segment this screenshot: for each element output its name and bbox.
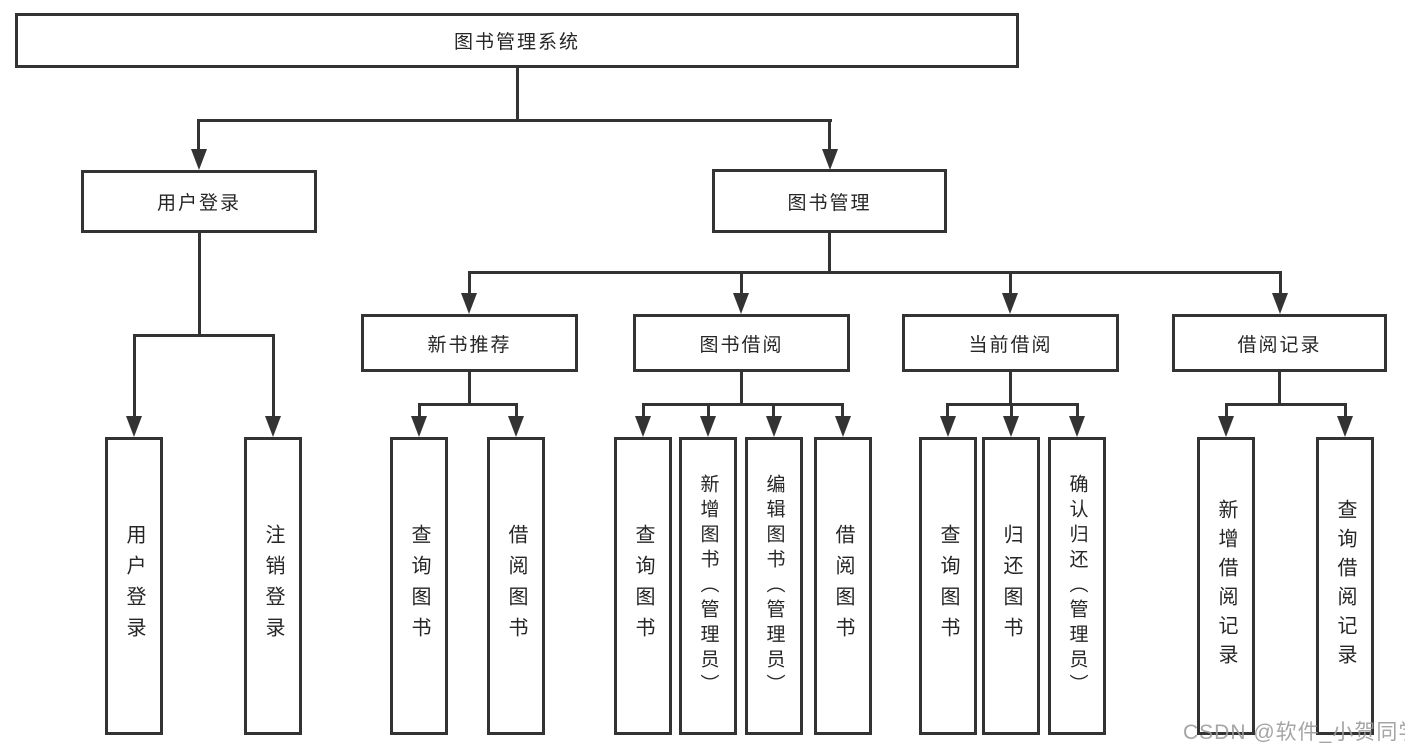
arrow-down-icon	[126, 416, 142, 437]
node-borrow-books-recommend: 借阅图书	[487, 437, 545, 735]
node-add-borrow-record: 新增借阅记录	[1197, 437, 1255, 735]
arrow-down-icon	[265, 416, 281, 437]
arrow-down-icon	[1003, 416, 1019, 437]
node-edit-book-admin: 编辑图书（管理员）	[745, 437, 803, 735]
node-confirm-return-admin: 确认归还（管理员）	[1048, 437, 1106, 735]
connector-line	[468, 372, 471, 406]
node-query-books-recommend-label: 查询图书	[408, 524, 430, 648]
node-book-management: 图书管理	[712, 169, 947, 233]
arrow-down-icon	[411, 416, 427, 437]
arrow-down-icon	[733, 293, 749, 314]
node-add-borrow-record-label: 新增借阅记录	[1215, 499, 1237, 673]
connector-line	[1009, 372, 1012, 406]
node-borrow-books: 借阅图书	[814, 437, 872, 735]
arrow-down-icon	[461, 293, 477, 314]
connector-line	[841, 403, 844, 419]
connector-line	[772, 403, 775, 419]
node-borrow-books-label: 借阅图书	[832, 524, 854, 648]
node-return-book-label: 归还图书	[1000, 524, 1022, 648]
node-book-borrow-label: 图书借阅	[699, 334, 784, 356]
arrow-down-icon	[835, 416, 851, 437]
arrow-down-icon	[940, 416, 956, 437]
connector-line	[1076, 403, 1079, 419]
node-return-book: 归还图书	[982, 437, 1040, 735]
connector-line	[133, 334, 136, 418]
arrow-down-icon	[508, 416, 524, 437]
connector-line	[642, 403, 844, 406]
node-user-login-label: 用户登录	[156, 193, 241, 214]
node-query-books-current: 查询图书	[919, 437, 977, 735]
node-edit-book-admin-label: 编辑图书（管理员）	[763, 473, 785, 699]
node-new-book-recommend: 新书推荐	[361, 314, 578, 372]
node-new-book-recommend-label: 新书推荐	[427, 334, 512, 356]
csdn-watermark: CSDN @软件_小贺同学	[1183, 721, 1405, 744]
connector-line	[946, 403, 949, 419]
connector-line	[828, 119, 831, 152]
arrow-down-icon	[1218, 416, 1234, 437]
connector-line	[468, 271, 471, 296]
node-root-label: 图书管理系统	[453, 32, 580, 53]
arrow-down-icon	[1337, 416, 1353, 437]
arrow-down-icon	[700, 416, 716, 437]
node-current-borrow: 当前借阅	[902, 314, 1119, 372]
connector-line	[740, 271, 743, 296]
connector-line	[1278, 372, 1281, 406]
node-current-borrow-label: 当前借阅	[968, 334, 1053, 356]
connector-line	[197, 119, 200, 152]
node-query-books-borrow: 查询图书	[614, 437, 672, 735]
node-user-login: 用户登录	[81, 170, 317, 233]
connector-line	[1009, 271, 1012, 296]
node-add-book-admin-label: 新增图书（管理员）	[697, 473, 719, 699]
node-root: 图书管理系统	[15, 13, 1019, 68]
node-query-books-borrow-label: 查询图书	[632, 524, 654, 648]
connector-line	[516, 68, 519, 121]
connector-line	[1225, 403, 1228, 419]
node-logout-action-label: 注销登录	[262, 524, 284, 648]
connector-line	[1225, 403, 1346, 406]
node-borrow-books-recommend-label: 借阅图书	[505, 524, 527, 648]
node-borrow-record: 借阅记录	[1172, 314, 1387, 372]
connector-line	[468, 271, 1282, 274]
connector-line	[418, 403, 421, 419]
connector-line	[1279, 271, 1282, 296]
node-query-books-current-label: 查询图书	[937, 524, 959, 648]
arrow-down-icon	[1069, 416, 1085, 437]
connector-line	[740, 372, 743, 406]
arrow-down-icon	[1272, 293, 1288, 314]
node-user-login-action-label: 用户登录	[123, 524, 145, 648]
node-book-borrow: 图书借阅	[633, 314, 850, 372]
node-query-borrow-record: 查询借阅记录	[1316, 437, 1374, 735]
connector-line	[272, 334, 275, 418]
node-add-book-admin: 新增图书（管理员）	[679, 437, 737, 735]
connector-line	[1010, 403, 1013, 419]
arrow-down-icon	[635, 416, 651, 437]
node-query-books-recommend: 查询图书	[390, 437, 448, 735]
connector-line	[197, 119, 832, 122]
arrow-down-icon	[191, 149, 207, 170]
connector-line	[642, 403, 645, 419]
connector-line	[198, 233, 201, 337]
arrow-down-icon	[1002, 293, 1018, 314]
connector-line	[828, 233, 831, 274]
node-query-borrow-record-label: 查询借阅记录	[1334, 499, 1356, 673]
node-user-login-action: 用户登录	[105, 437, 163, 735]
connector-line	[707, 403, 710, 419]
node-book-management-label: 图书管理	[787, 192, 872, 214]
connector-line	[1344, 403, 1347, 419]
node-logout-action: 注销登录	[244, 437, 302, 735]
arrow-down-icon	[766, 416, 782, 437]
arrow-down-icon	[822, 149, 838, 170]
connector-line	[133, 334, 275, 337]
node-confirm-return-admin-label: 确认归还（管理员）	[1066, 473, 1088, 699]
connector-line	[515, 403, 518, 419]
node-borrow-record-label: 借阅记录	[1237, 334, 1322, 356]
connector-line	[418, 403, 518, 406]
